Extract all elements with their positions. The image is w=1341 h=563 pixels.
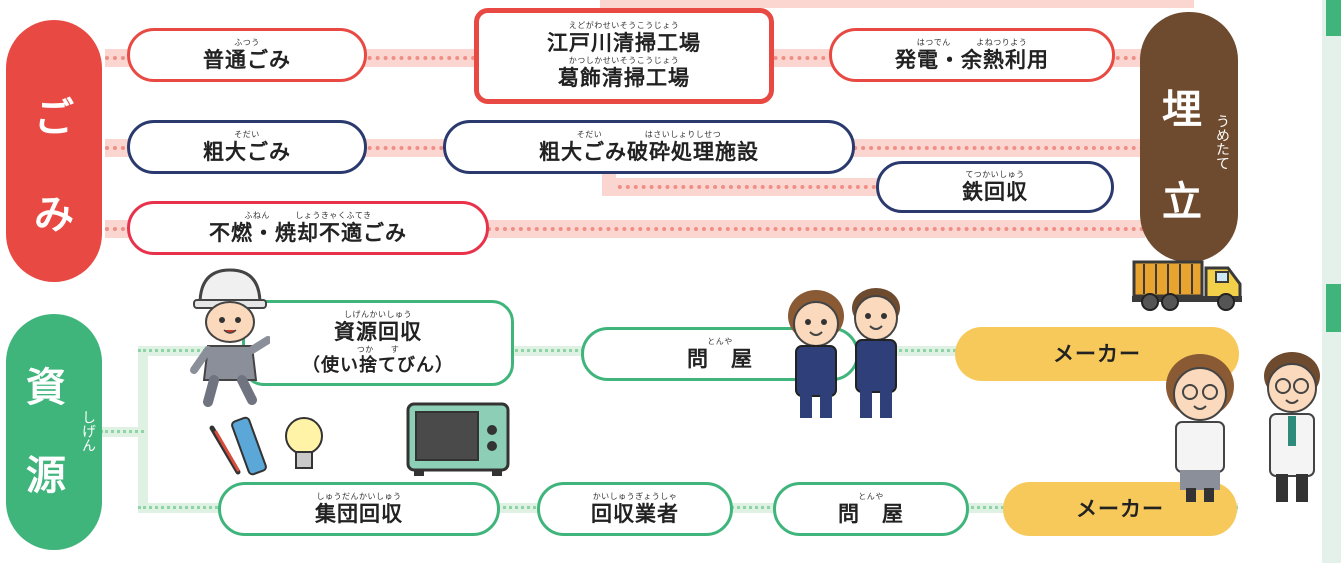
recyclables-illustration-icon (209, 416, 323, 476)
umetate-ruby: うめたて (1214, 114, 1230, 170)
shigen-char-2: 源 (26, 453, 66, 499)
workers-pair-illustration-icon (788, 288, 900, 418)
node-tonya-2-text: 問 屋 (838, 501, 904, 526)
node-hasai-shisetsu: そだい はさいしょりしせつ 粗大ごみ破砕処理施設 (443, 120, 855, 174)
node-shigen-kaishu-text1: 資源回収 (334, 319, 422, 344)
shigen-category-label: 資 源 しげん (6, 314, 102, 550)
gomi-char-1: ご (34, 95, 74, 141)
gomi-category-label: ご み (6, 20, 102, 282)
node-tonya-2-ruby: とんや (858, 491, 884, 501)
umetate-char-1: 埋 (1162, 87, 1202, 133)
umetate-char-2: 立 (1162, 179, 1202, 225)
node-tonya-2: とんや 問 屋 (773, 482, 969, 536)
umetate-category-label: 埋 立 うめたて (1140, 12, 1238, 262)
node-shigen-kaishu-ruby2: つか す (356, 344, 400, 354)
node-hasai-ruby: そだい はさいしょりしせつ (576, 129, 722, 139)
node-sodai-ruby: そだい (234, 129, 260, 139)
worker-illustration-icon (190, 268, 270, 407)
node-sodai-gomi: そだい 粗大ごみ (127, 120, 367, 174)
node-sodai-text: 粗大ごみ (203, 139, 291, 164)
node-edogawa-ruby: えどがわせいそうこうじょう (568, 21, 680, 30)
shigen-char-1: 資 (26, 365, 66, 411)
node-hasai-text: 粗大ごみ破砕処理施設 (539, 139, 759, 164)
node-shudan-ruby: しゅうだんかいしゅう (316, 491, 402, 501)
node-hatsuden-text: 発電・余熱利用 (895, 47, 1049, 72)
node-hatsuden-ruby: はつでん よねつりよう (916, 37, 1028, 47)
node-seiso-kojo: えどがわせいそうこうじょう 江戸川清掃工場 かつしかせいそうこうじょう 葛飾清掃… (474, 8, 774, 104)
dump-truck-icon (1132, 260, 1242, 311)
node-maker-2: メーカー (1003, 482, 1237, 536)
node-katsushika-text: 葛飾清掃工場 (558, 66, 690, 90)
node-tekkaishu: てつかいしゅう 鉄回収 (876, 161, 1114, 213)
connector-tekkaishu (602, 178, 892, 196)
node-tonya-1-text: 問 屋 (687, 346, 753, 371)
office-workers-illustration-icon (1166, 352, 1320, 502)
node-kaishu-gyosha: かいしゅうぎょうしゃ 回収業者 (537, 482, 733, 536)
node-gyosha-text: 回収業者 (591, 501, 679, 526)
right-panel-tab-top (1326, 0, 1341, 36)
gomi-char-2: み (34, 192, 74, 238)
node-shudan-text: 集団回収 (315, 501, 403, 526)
node-edogawa-text: 江戸川清掃工場 (547, 31, 701, 55)
node-shigen-kaishu: しげんかいしゅう 資源回収 つか す （使い捨てびん） (242, 300, 514, 386)
node-shudan-kaishu: しゅうだんかいしゅう 集団回収 (218, 482, 500, 536)
node-gyosha-ruby: かいしゅうぎょうしゃ (592, 491, 678, 501)
right-panel-tab-mid (1326, 284, 1341, 332)
node-shigen-kaishu-text2: （使い捨てびん） (302, 354, 454, 376)
node-katsushika-ruby: かつしかせいそうこうじょう (568, 56, 680, 65)
node-futsu-gomi: ふつう 普通ごみ (127, 28, 367, 82)
node-tonya-1-ruby: とんや (707, 336, 733, 346)
node-futsu-text: 普通ごみ (203, 47, 291, 72)
node-futsu-ruby: ふつう (234, 37, 260, 47)
right-panel-edge (1322, 0, 1341, 563)
node-maker-1-text: メーカー (1053, 341, 1141, 366)
microwave-illustration-icon (406, 402, 510, 476)
node-funen-text: 不燃・焼却不適ごみ (209, 220, 407, 245)
connector-shigen-branch (100, 427, 144, 437)
node-funen-gomi: ふねん しょうきゃくふてき 不燃・焼却不適ごみ (127, 201, 489, 255)
node-shigen-kaishu-ruby1: しげんかいしゅう (344, 309, 412, 319)
node-tekkaishu-ruby: てつかいしゅう (965, 169, 1025, 179)
node-tekkaishu-text: 鉄回収 (962, 179, 1028, 204)
node-maker-2-text: メーカー (1076, 496, 1164, 521)
top-connector (600, 0, 1194, 8)
node-hatsuden: はつでん よねつりよう 発電・余熱利用 (829, 28, 1115, 82)
node-funen-ruby: ふねん しょうきゃくふてき (244, 210, 372, 220)
shigen-ruby: しげん (80, 410, 96, 452)
